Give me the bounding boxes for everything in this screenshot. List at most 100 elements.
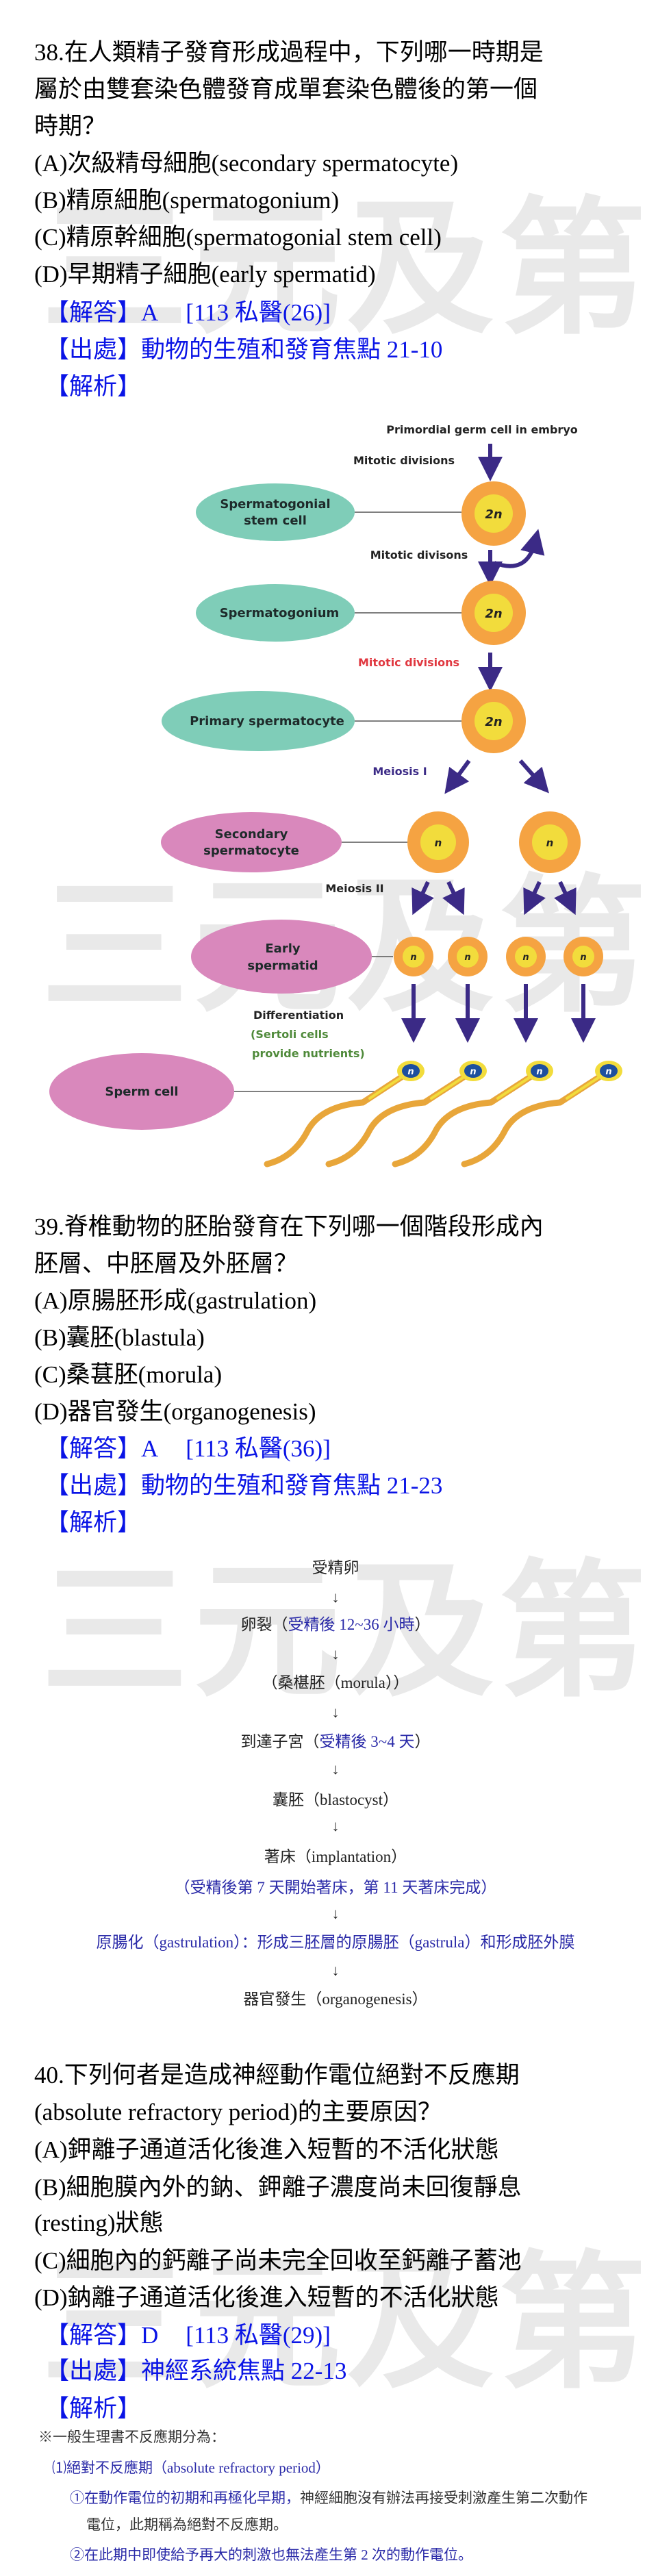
option-b: (B)囊胚(blastula) [34,1324,205,1351]
exam-reference: [113 私醫(36)] [186,1435,331,1462]
label-mitotic: Mitotic divisions [353,454,455,467]
flow-step-note: （受精後第 7 天開始著床，第 11 天著床完成） [174,1879,497,1896]
label-differentiation: Differentiation [253,1009,344,1022]
flow-time: 受精後 3~4 天 [319,1733,415,1750]
flow-step: （桑椹胚（morula）） [262,1674,409,1691]
label-mitotic-red: Mitotic divisions [358,656,459,669]
label-spermatogonial-stem-cell: stem cell [244,514,307,528]
arrow [523,881,546,916]
arrow [554,881,577,916]
sperm-ploidy: n [605,1067,611,1077]
question-text: 時期？ [34,113,107,140]
flow-step: 著床（implantation） [264,1848,407,1865]
label-spermatogonium: Spermatogonium [220,606,340,620]
question-text: 屬於由雙套染色體發育成單套染色體後的第一個 [34,76,538,103]
sperm-cells [264,1069,610,1167]
watermark: 三元及第 [41,2237,652,2409]
source-label: 【出處】 [45,336,142,363]
flow-step: 原腸化（gastrulation）：形成三胚層的原腸胚（gastrula）和形成… [96,1934,575,1951]
source-value: 神經系統焦點 22-13 [141,2358,347,2384]
option-b: (B)細胞膜內外的鈉、鉀離子濃度尚未回復靜息 [34,2174,522,2201]
flow-step: 到達子宮（受精後 3~4 天） [0,1732,671,1752]
answer-line: 【解答】D [113 私醫(29)] [45,2322,331,2349]
sperm-ploidy: n [536,1067,542,1077]
cells: 2n 2n 2n n n n n n n [394,481,603,976]
down-arrow-icon: ↓ [331,1962,340,1979]
down-arrow-icon: ↓ [331,1760,340,1778]
down-arrow-icon: ↓ [331,1704,340,1721]
option-d: (D)早期精子細胞(early spermatid) [34,261,376,288]
option-c: (C)精原幹細胞(spermatogonial stem cell) [34,224,442,251]
label-secondary-spermatocyte: Secondary [215,827,288,842]
question-text: 40.下列何者是造成神經動作電位絕對不反應期 [34,2062,520,2088]
stage-labels [49,483,372,1130]
source-label: 【出處】 [45,1472,142,1499]
exam-reference: [113 私醫(26)] [186,299,331,326]
flow-text: ） [414,1616,431,1633]
flow-step: 囊胚（blastocyst） [273,1791,398,1808]
note-item: 電位，此期稱為絕對不反應期。 [86,2516,288,2533]
analysis-label: 【解析】 [45,373,142,400]
answer-value: D [141,2322,159,2349]
flow-step: 受精卵 [312,1559,359,1576]
exam-reference: [113 私醫(29)] [186,2322,331,2349]
source-value: 動物的生殖和發育焦點 21-10 [141,336,443,363]
option-a: (A)次級精母細胞(secondary spermatocyte) [34,150,459,177]
flow-step: 卵裂（受精後 12~36 小時） [0,1615,671,1634]
arrow [444,759,471,794]
label-sertoli: (Sertoli cells [251,1028,329,1041]
option-b-cont: (resting)狀態 [34,2210,164,2236]
option-c: (C)桑葚胚(morula) [34,1361,223,1388]
label-meiosis-2: Meiosis II [325,882,383,895]
label-early-spermatid: Early [265,942,300,956]
note-text: 神經細胞沒有辦法再接受刺激產生第二次動作 [300,2490,587,2506]
cell-ploidy: n [522,952,529,963]
note-heading: ※一般生理書不反應期分為： [38,2429,225,2445]
answer-label: 【解答】 [45,1435,142,1462]
source-label: 【出處】 [45,2358,142,2384]
label-mitotic: Mitotic divisons [370,548,468,561]
spermatogenesis-diagram: Spermatogonial stem cell Spermatogonium … [49,423,622,1167]
note-item: ⑴絕對不反應期（absolute refractory period） [52,2460,330,2476]
down-arrow-icon: ↓ [331,1589,340,1606]
source-value: 動物的生殖和發育焦點 21-23 [141,1472,443,1499]
flow-step: 器官發生（organogenesis） [243,1991,428,2008]
label-secondary-spermatocyte: spermatocyte [203,844,299,858]
answer-label: 【解答】 [45,2322,142,2349]
label-sertoli: provide nutrients) [252,1047,365,1060]
down-arrow-icon: ↓ [331,1905,340,1922]
label-meiosis-1: Meiosis I [372,765,427,778]
option-c: (C)細胞內的鈣離子尚未完全回收至鈣離子蓄池 [34,2247,522,2274]
label-early-spermatid: spermatid [247,959,318,973]
label-spermatogonial-stem-cell: Spermatogonial [220,497,330,512]
source-line: 【出處】神經系統焦點 22-13 [45,2358,346,2385]
label-primordial: Primordial germ cell in embryo [386,423,578,436]
answer-value: A [141,1435,159,1462]
down-arrow-icon: ↓ [331,1645,340,1663]
flow-text: 到達子宮（ [240,1733,320,1750]
answer-value: A [141,299,159,326]
sperm-ploidy: n [470,1067,476,1077]
cell-ploidy: n [410,952,416,963]
option-d: (D)鈉離子通道活化後進入短暫的不活化狀態 [34,2284,499,2311]
source-line: 【出處】動物的生殖和發育焦點 21-10 [45,336,442,364]
flow-time: 受精後 12~36 小時 [288,1616,415,1633]
watermark: 三元及第 [41,1545,652,1717]
question-text: 胚層、中胚層及外胚層？ [34,1250,299,1277]
flow-text: 卵裂（ [240,1616,288,1633]
note-highlight: ①在動作電位的初期和再極化早期， [70,2490,300,2506]
arrow [412,881,434,916]
option-d: (D)器官發生(organogenesis) [34,1398,316,1425]
cell-ploidy: n [580,952,586,963]
down-arrow-icon: ↓ [331,1817,340,1834]
flow-text: ） [414,1733,431,1750]
analysis-label: 【解析】 [45,2395,142,2422]
label-sperm-cell: Sperm cell [105,1085,178,1099]
cell-ploidy: n [464,952,470,963]
question-text: (absolute refractory period)的主要原因？ [34,2099,442,2125]
answer-line: 【解答】A[113 私醫(26)] [45,299,331,327]
watermark: 三元及第 [41,183,652,355]
cell-ploidy: 2n [485,607,502,621]
cell-ploidy: n [435,837,442,849]
sperm-ploidy: n [407,1067,414,1077]
